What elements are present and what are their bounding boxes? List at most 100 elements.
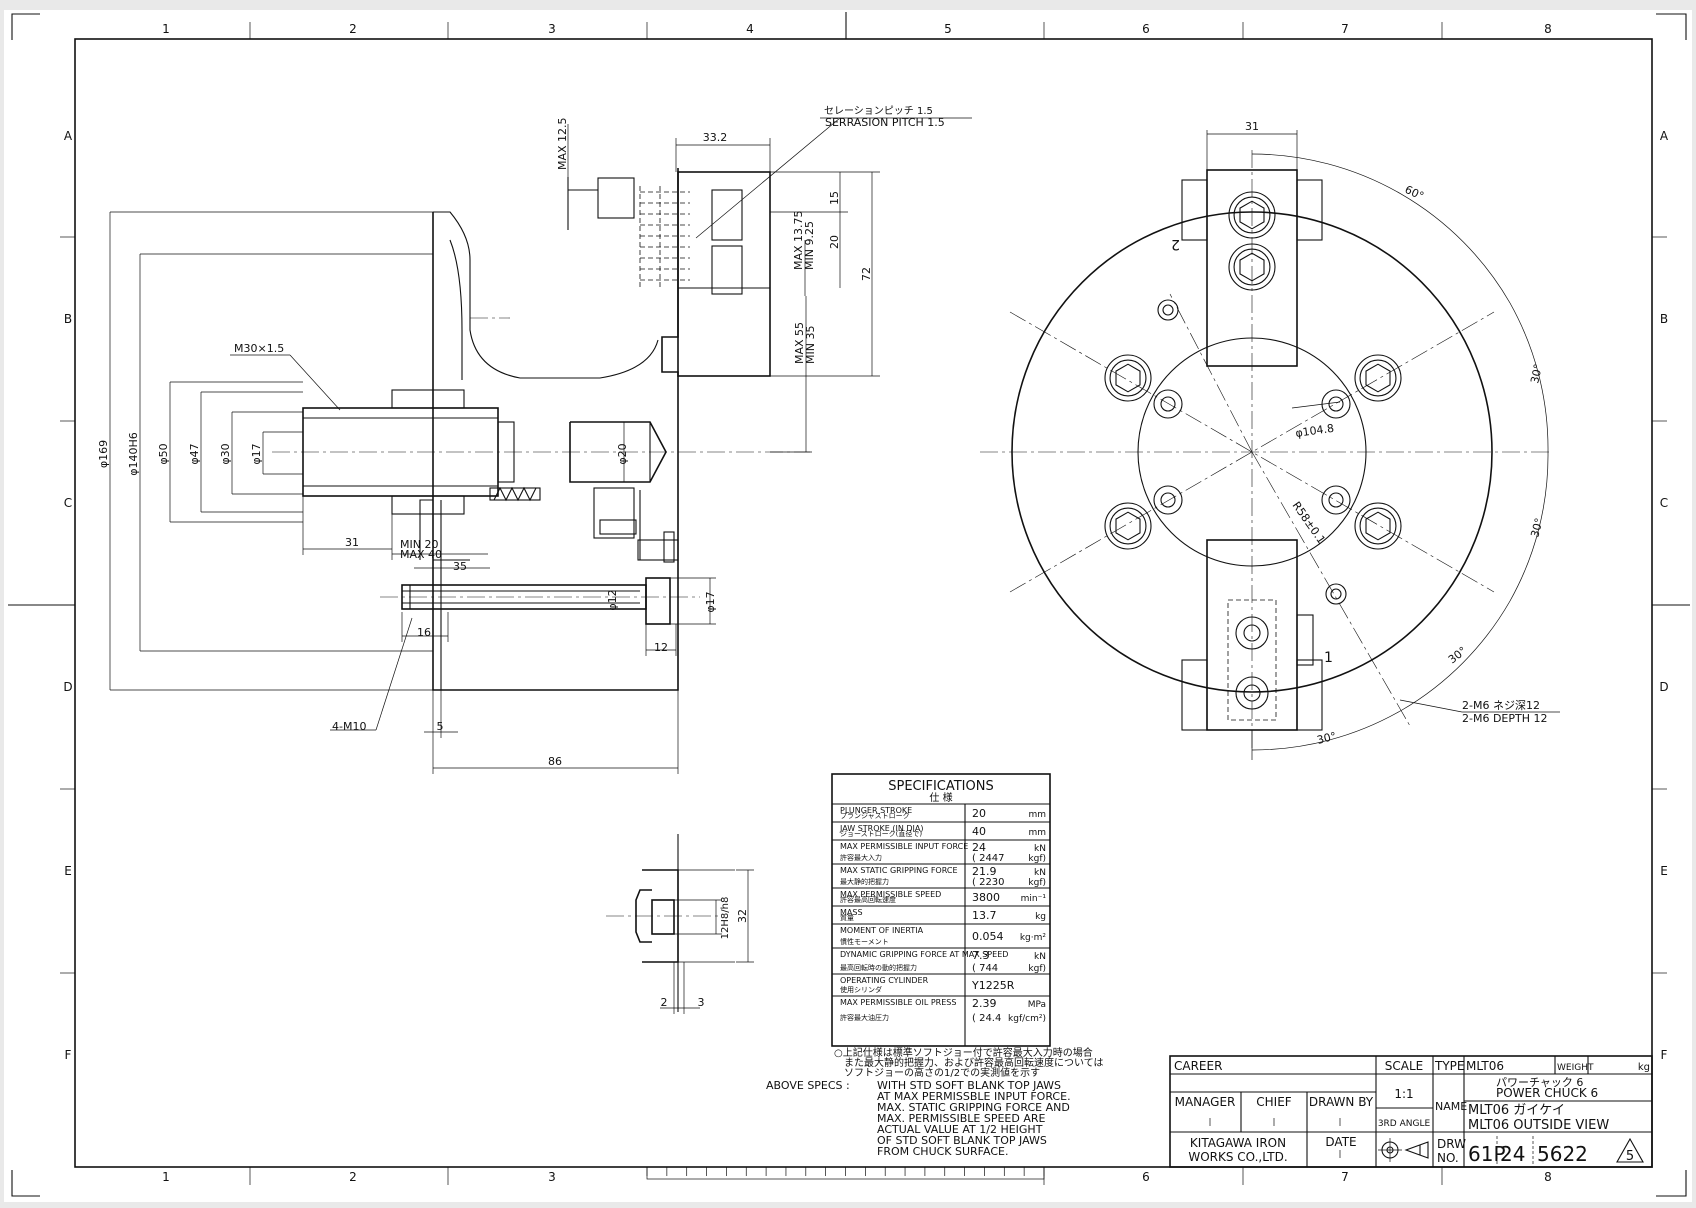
dim-phi140: φ140H6	[127, 432, 140, 476]
scale-value: 1:1	[1394, 1087, 1413, 1101]
chief-label: CHIEF	[1256, 1095, 1292, 1109]
note-en-line-7: FROM CHUCK SURFACE.	[877, 1145, 1008, 1158]
spec-label-en: MAX PERMISSIBLE OIL PRESS	[840, 998, 956, 1007]
spec-value: 3800	[972, 891, 1000, 904]
spec-value-secondary: ( 24.4	[972, 1013, 1001, 1024]
jaw-number-2: 2	[1171, 236, 1180, 252]
tapped-hole-icon	[1153, 389, 1183, 419]
revision-number: 5	[1626, 1149, 1634, 1164]
dim-phi47: φ47	[188, 443, 201, 464]
pcd-label: φ104.8	[1295, 422, 1335, 440]
dim-72: 72	[860, 267, 873, 281]
specifications-table: SPECIFICATIONS 仕 様 PLUNGER STROKEプランジャスト…	[831, 773, 1051, 1047]
manager-label: MANAGER	[1175, 1095, 1236, 1109]
note-en-line-6: OF STD SOFT BLANK TOP JAWS	[877, 1134, 1047, 1147]
zone-row-label: B	[1660, 312, 1668, 326]
angle-label: 3RD ANGLE	[1378, 1119, 1431, 1129]
dim-12: 12	[654, 641, 668, 654]
revision-triangle	[1616, 1137, 1644, 1163]
zone-col-label: 1	[162, 22, 170, 36]
title-block-text: CAREER SCALE 1:1 TYPE MLT06 WEIGHT kg パワ…	[1174, 1059, 1650, 1166]
front-view-dimensions	[1206, 130, 1560, 760]
detail-dim-32: 32	[736, 909, 749, 923]
zone-col-label: 4	[746, 22, 754, 36]
spec-value: 20	[972, 807, 986, 820]
spec-label-jp: 使用シリンダ	[840, 985, 882, 994]
mounting-bolt-icon	[1104, 354, 1152, 402]
spec-row: DYNAMIC GRIPPING FORCE AT MAX SPEED最高回転時…	[832, 947, 1050, 974]
tap-jp-label: 2-M6 ネジ深12	[1462, 699, 1540, 712]
spec-value: 21.9	[972, 865, 997, 878]
zone-col-label: 8	[1544, 1170, 1552, 1184]
detail-view-labels: 12H8/h8 32 2 3	[661, 897, 750, 1009]
name-label: NAME	[1435, 1100, 1467, 1113]
specs-title: SPECIFICATIONS	[888, 779, 993, 794]
spec-label-en: PLUNGER STROKE	[840, 806, 912, 815]
zone-col-label: 8	[1544, 22, 1552, 36]
dim-min-20: MIN 20	[400, 538, 438, 551]
spec-label-en: MAX PERMISSIBLE INPUT FORCE	[840, 842, 968, 851]
bolt-label: 4-M10	[332, 720, 366, 733]
dim-max-40: MAX 40	[400, 548, 442, 561]
drawing-number-part-c: 5622	[1537, 1142, 1588, 1166]
zone-row-label: F	[1661, 1048, 1668, 1062]
angle-30-a: 30°	[1528, 363, 1545, 385]
spec-unit-secondary: kgf)	[1028, 964, 1046, 974]
note-en-label: ABOVE SPECS :	[766, 1079, 850, 1092]
spec-value-secondary: ( 2447	[972, 853, 1005, 864]
dim-min-35: MIN 35	[804, 326, 817, 364]
front-dim-31: 31	[1245, 120, 1259, 133]
side-view	[109, 117, 972, 774]
dim-20: 20	[828, 235, 841, 249]
spec-label-en: DYNAMIC GRIPPING FORCE AT MAX SPEED	[840, 950, 1008, 959]
tap-en-label: 2-M6 DEPTH 12	[1462, 712, 1548, 725]
dim-15: 15	[828, 191, 841, 205]
spec-value: 7.3	[972, 949, 990, 962]
drw-label-2: NO.	[1437, 1151, 1459, 1165]
spec-label-jp: ジョーストローク(直径で)	[840, 829, 922, 838]
dim-phi17-bolt: φ17	[704, 591, 717, 612]
spec-value: 2.39	[972, 997, 997, 1010]
jaw-bolt-icon	[1235, 616, 1269, 650]
zone-col-label: 7	[1341, 22, 1349, 36]
spec-value: 24	[972, 841, 986, 854]
dim-max-13-75: MAX 13.75	[792, 210, 805, 270]
spec-unit: MPa	[1028, 1000, 1046, 1010]
spec-unit: mm	[1028, 828, 1046, 838]
dim-min-9-25: MIN 9.25	[803, 221, 816, 270]
note-en-line-5: ACTUAL VALUE AT 1/2 HEIGHT	[877, 1123, 1043, 1136]
dim-phi169: φ169	[97, 440, 110, 468]
weight-label: WEIGHT	[1557, 1063, 1594, 1073]
career-label: CAREER	[1174, 1059, 1222, 1073]
spec-label-jp: 慣性モーメント	[840, 937, 889, 946]
note-jp-line-1: ○上記仕様は標準ソフトジョー付で許容最大入力時の場合	[834, 1046, 1093, 1059]
detail-dim-3: 3	[698, 996, 705, 1009]
detail-view	[606, 834, 754, 1014]
spec-value: Y1225R	[971, 979, 1015, 992]
dim-max-55: MAX 55	[793, 322, 806, 364]
zone-row-label: A	[1660, 129, 1669, 143]
drawn-by-label: DRAWN BY	[1309, 1095, 1374, 1109]
specs-notes: ○上記仕様は標準ソフトジョー付で許容最大入力時の場合 また最大静的把握力、および…	[766, 1046, 1104, 1158]
spec-label-jp: プランジャストローク	[840, 812, 910, 820]
drawing-number-part-a: 61P	[1468, 1142, 1506, 1166]
zone-row-label: D	[63, 680, 72, 694]
spec-value-secondary: ( 2230	[972, 877, 1005, 888]
zone-row-label: C	[1660, 496, 1668, 510]
tapped-hole-icon	[1321, 485, 1351, 515]
spec-unit: mm	[1028, 810, 1046, 820]
jaw-bolt-icon	[1228, 243, 1276, 291]
zone-col-label: 2	[349, 22, 357, 36]
spec-value-secondary: ( 744	[972, 963, 998, 974]
title-block	[1169, 1055, 1653, 1168]
spec-unit: min⁻¹	[1021, 894, 1047, 904]
front-view-holes	[1104, 191, 1402, 710]
spec-value: 40	[972, 825, 986, 838]
spec-label-jp: 最大静的把握力	[840, 877, 889, 886]
mounting-bolt-icon	[1354, 502, 1402, 550]
spec-label-jp: 許容最高回転速度	[840, 895, 896, 904]
